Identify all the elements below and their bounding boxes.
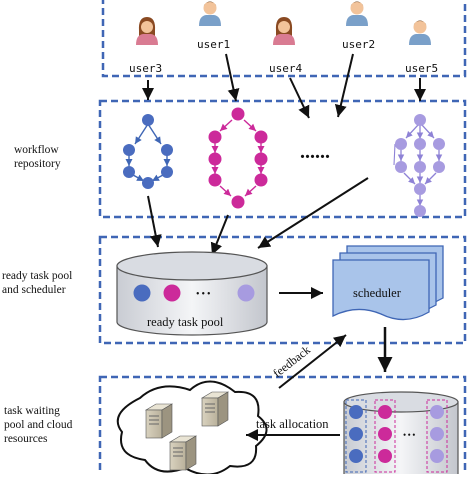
task-waiting-section-label: task waiting pool and cloud resources: [4, 404, 72, 446]
server-icon: [200, 391, 230, 427]
lavender-to-pool-arrow: [257, 177, 369, 249]
user4-label: user4: [269, 62, 302, 75]
feedback-arrow: [278, 334, 347, 389]
workflow-repository-box: [98, 99, 467, 219]
user3-label: user3: [129, 62, 162, 75]
cloud-resources: [116, 380, 268, 476]
task-node: [414, 138, 426, 150]
user1-arrow: [225, 53, 240, 102]
feedback-label: feedback: [270, 343, 313, 381]
user2-label: user2: [342, 38, 375, 51]
workflow-repository-label: workflow repository: [14, 143, 61, 171]
workflow-repository-line1: workflow: [14, 144, 59, 156]
task-node: [414, 161, 426, 173]
scheduler-label: scheduler: [353, 286, 402, 300]
task-allocation-label: task allocation: [256, 417, 329, 431]
task-node: [231, 107, 245, 121]
task-node: [208, 130, 222, 144]
user4-avatar-icon: [273, 17, 295, 45]
user5-label: user5: [405, 62, 438, 75]
task-node: [142, 177, 154, 189]
task-waiting-line1: task waiting: [4, 405, 60, 417]
workflow-repository-line2: repository: [14, 158, 61, 170]
ready-task-pool-line1: ready task pool: [2, 270, 73, 282]
ready-task-magenta: [163, 284, 181, 302]
task-waiting-line3: resources: [4, 433, 48, 445]
task-waiting-line2: pool and cloud: [4, 419, 73, 431]
user1-label: user1: [197, 38, 230, 51]
ready-task-pool-label: ready task pool: [147, 315, 224, 329]
workflow-blue: [123, 114, 173, 189]
ready-task-pool-section-label: ready task pool and scheduler: [2, 269, 72, 297]
task-node: [414, 183, 426, 195]
task-waiting-pool-cylinder: •••: [343, 391, 459, 479]
waiting-queue-lavender: [426, 399, 448, 473]
blue-to-pool-arrow: [147, 195, 162, 248]
workflow-lavender: [393, 114, 445, 217]
ready-task-lavender: [237, 284, 255, 302]
task-node: [254, 152, 268, 166]
waiting-queue-magenta: [374, 399, 396, 473]
user5-avatar-icon: [409, 20, 431, 45]
user2-arrow: [334, 53, 354, 118]
ready-task-blue: [133, 284, 151, 302]
task-node: [208, 152, 222, 166]
task-node: [395, 138, 407, 150]
user4-arrow: [289, 77, 310, 119]
ready-pool-box: [98, 235, 467, 345]
waiting-queue-blue: [345, 399, 367, 473]
task-node: [414, 114, 426, 126]
task-node: [161, 144, 173, 156]
task-node: [161, 166, 173, 178]
task-node: [433, 138, 445, 150]
task-node: [123, 166, 135, 178]
server-icon: [144, 403, 174, 439]
user3-avatar-icon: [136, 17, 158, 45]
task-node: [433, 161, 445, 173]
task-node: [254, 130, 268, 144]
task-node: [123, 144, 135, 156]
waiting-dots: •••: [403, 430, 417, 440]
task-node: [231, 195, 245, 209]
ready-task-pool-cylinder: ••• ready task pool: [116, 251, 268, 336]
task-node: [208, 173, 222, 187]
task-node: [142, 114, 154, 126]
waiting-pool-box: [98, 375, 467, 479]
user1-avatar-icon: [199, 1, 221, 26]
ready-task-pool-line2: and scheduler: [2, 284, 66, 296]
task-node: [414, 205, 426, 217]
workflow-ellipsis: ......: [300, 141, 330, 163]
scheduler-stack: scheduler: [332, 245, 444, 321]
workflow-magenta: [208, 107, 268, 209]
magenta-to-pool-arrow: [210, 214, 229, 256]
pool-dots: •••: [196, 289, 213, 300]
server-icon: [168, 435, 198, 471]
users-box: [101, 0, 467, 78]
task-node: [254, 173, 268, 187]
user2-avatar-icon: [346, 1, 368, 26]
task-node: [395, 161, 407, 173]
